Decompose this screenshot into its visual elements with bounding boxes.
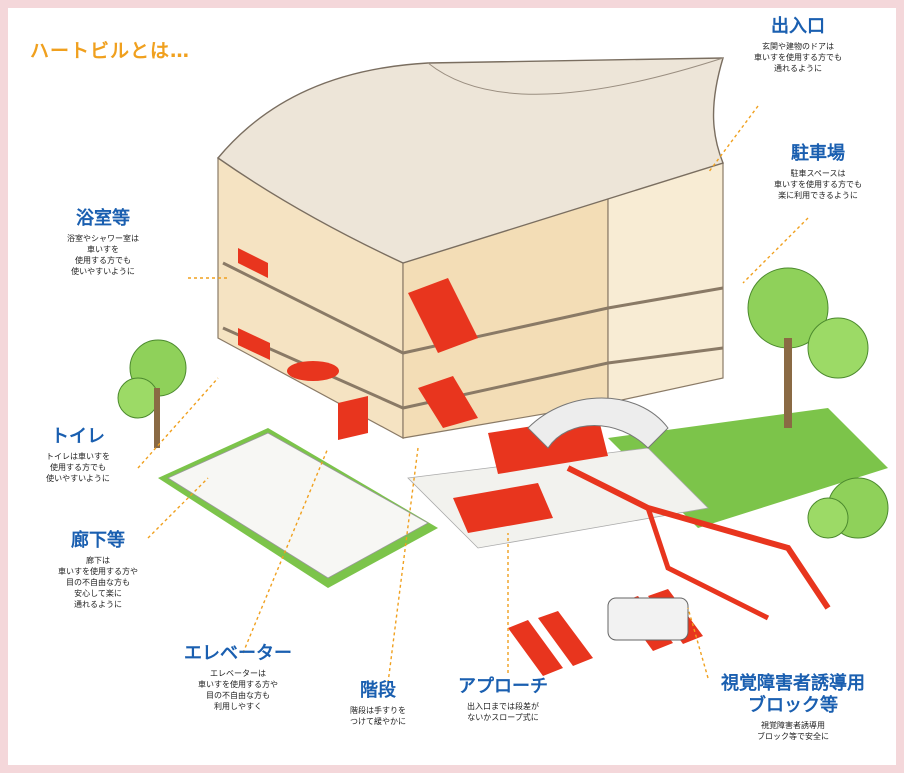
callout-stairs: 階段 階段は手すりをつけて緩やかに — [323, 680, 433, 727]
callout-tactile-blocks: 視覚障害者誘導用 ブロック等 視覚障害者誘導用ブロック等で安全に — [698, 673, 888, 742]
callout-bath-text: 浴室やシャワー室は車いすを使用する方でも使いやすいように — [67, 234, 139, 276]
parked-car — [607, 597, 689, 641]
roof-ridge — [427, 57, 724, 95]
callout-tactile-heading: 視覚障害者誘導用 ブロック等 — [721, 673, 865, 716]
building-right-wing — [607, 162, 724, 404]
callout-parking: 駐車場 駐車スペースは車いすを使用する方でも楽に利用できるように — [748, 143, 888, 201]
red-stairs-lower — [418, 376, 478, 428]
callout-approach: アプローチ 出入口までは段差がないかスロープ式に — [433, 676, 573, 723]
callout-parking-heading: 駐車場 — [791, 143, 845, 164]
floor-line-upper — [222, 261, 724, 355]
vaulted-roof — [216, 57, 724, 264]
tactile-path — [566, 465, 831, 610]
tactile-path-branch — [645, 507, 770, 621]
callout-elevator-text: エレベーターは車いすを使用する方や目の不自由な方も利用しやすく — [198, 669, 278, 711]
callout-bath: 浴室等 浴室やシャワー室は車いすを使用する方でも使いやすいように — [28, 208, 178, 277]
callout-toilet: トイレ トイレは車いすを使用する方でも使いやすいように — [18, 426, 138, 484]
callout-entrance: 出入口 玄関や建物のドアは車いすを使用する方でも通れるように — [718, 16, 878, 74]
red-corridor-floor — [287, 361, 339, 381]
callout-toilet-heading: トイレ — [51, 426, 105, 447]
callout-entrance-text: 玄関や建物のドアは車いすを使用する方でも通れるように — [754, 42, 842, 73]
callout-tactile-text: 視覚障害者誘導用ブロック等で安全に — [757, 721, 829, 741]
callout-stairs-heading: 階段 — [360, 680, 396, 701]
trees — [117, 267, 889, 539]
callout-elevator: エレベーター エレベーターは車いすを使用する方や目の不自由な方も利用しやすく — [163, 643, 313, 712]
callout-corridor: 廊下等 廊下は車いすを使用する方や目の不自由な方も安心して楽に通れるように — [38, 530, 158, 610]
callout-corridor-text: 廊下は車いすを使用する方や目の不自由な方も安心して楽に通れるように — [58, 556, 138, 609]
building-illustration — [117, 57, 889, 684]
page-title: ハートビルとは… — [30, 40, 191, 62]
red-elevator — [338, 396, 368, 440]
callout-bath-heading: 浴室等 — [76, 208, 130, 229]
callout-corridor-heading: 廊下等 — [71, 530, 125, 551]
callout-entrance-heading: 出入口 — [771, 16, 825, 37]
callout-parking-text: 駐車スペースは車いすを使用する方でも楽に利用できるように — [774, 169, 862, 200]
illustration-frame: ハートビルとは… 出入口 玄関や建物のドアは車いすを使用する方でも通れるように … — [8, 8, 896, 765]
callout-approach-heading: アプローチ — [458, 676, 548, 697]
entrance-canopy — [527, 397, 669, 449]
callout-toilet-text: トイレは車いすを使用する方でも使いやすいように — [46, 452, 110, 483]
plaza-left — [167, 432, 429, 579]
red-bath-area — [238, 248, 268, 278]
callout-approach-text: 出入口までは段差がないかスロープ式に — [467, 702, 539, 722]
red-toilet-area — [238, 328, 270, 360]
red-approach — [453, 483, 553, 533]
leader-lines — [137, 105, 809, 684]
callout-elevator-heading: エレベーター — [184, 643, 292, 664]
red-stairs-upper — [408, 278, 478, 353]
callout-stairs-text: 階段は手すりをつけて緩やかに — [350, 706, 406, 726]
